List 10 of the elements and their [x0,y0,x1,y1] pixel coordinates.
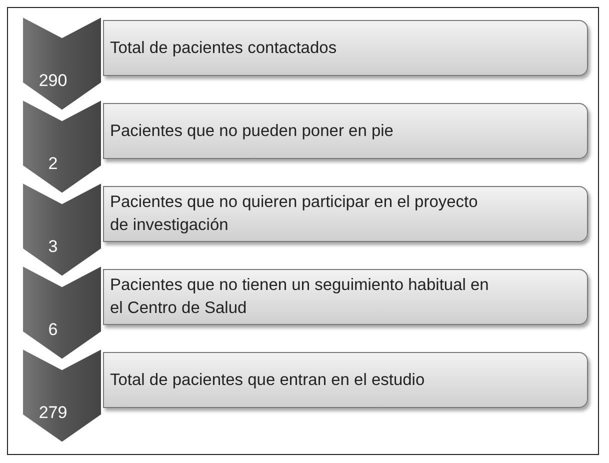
step-description: Pacientes que no tienen un seguimiento habitual en el Centro de Salud [109,275,490,319]
count-number: 279 [38,403,68,423]
step-description: Pacientes que no pueden poner en pie [109,120,394,142]
count-number: 2 [47,154,59,174]
count-number: 6 [47,320,59,340]
step-description: Pacientes que no quieren participar en el proyecto de investigación [109,192,479,236]
count-number: 3 [47,237,59,257]
step-description: Total de pacientes contactados [109,38,337,58]
step-description: Total de pacientes que entran en el estudio [109,370,425,390]
count-number: 290 [38,71,68,91]
